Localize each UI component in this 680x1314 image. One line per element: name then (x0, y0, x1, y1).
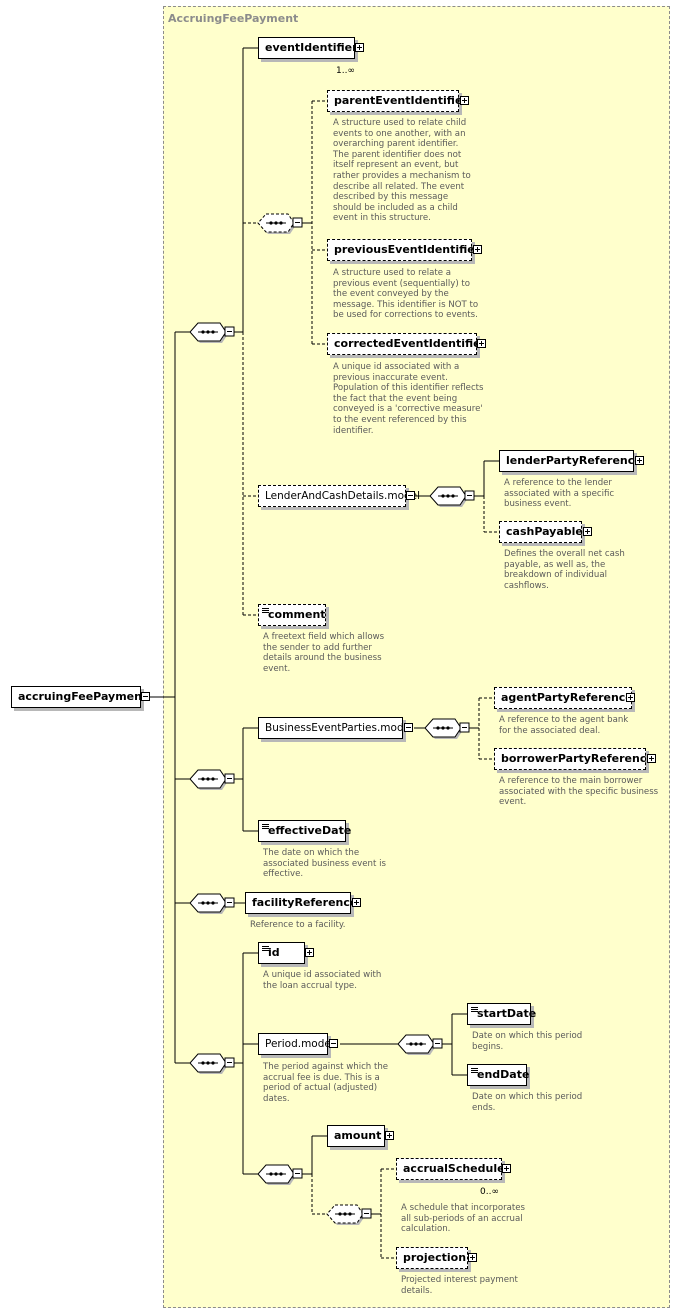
collapse-icon[interactable] (141, 692, 150, 701)
complex-type-group (163, 6, 670, 1308)
documentation-text: The date on which the associated busines… (263, 848, 386, 880)
collapse-icon[interactable] (406, 491, 415, 500)
cardinality-label: 0..∞ (480, 1187, 499, 1197)
element-facilityReference[interactable]: facilityReference (245, 892, 357, 914)
element-id[interactable]: id (258, 942, 305, 964)
documentation-text: A unique id associated with the loan acc… (263, 970, 382, 991)
cardinality-label: 1..∞ (336, 66, 355, 76)
expand-icon[interactable] (352, 898, 361, 907)
documentation-text: Reference to a facility. (250, 920, 346, 930)
expand-icon[interactable] (583, 527, 592, 536)
documentation-text: A freetext field which allows the sender… (263, 632, 385, 674)
group-title: AccruingFeePayment (168, 12, 299, 25)
sequence-compositor-3 (189, 893, 235, 914)
element-label: effectiveDate (268, 824, 352, 837)
expand-icon[interactable] (468, 1253, 477, 1262)
expand-icon[interactable] (502, 1164, 511, 1173)
element-projection[interactable]: projection (396, 1247, 468, 1269)
element-parentEventIdentifier[interactable]: parentEventIdentifier (327, 90, 468, 112)
element-previousEventIdentifier[interactable]: previousEventIdentifier (327, 239, 480, 261)
element-label: eventIdentifier (265, 41, 358, 54)
expand-icon[interactable] (635, 456, 644, 465)
element-label: comment (268, 608, 326, 621)
documentation-text: A structure used to relate child events … (333, 118, 471, 224)
expand-icon[interactable] (355, 43, 364, 52)
simple-type-icon (262, 824, 269, 829)
documentation-text: Defines the overall net cash payable, as… (504, 549, 625, 591)
documentation-text: Date on which this period ends. (472, 1092, 583, 1113)
element-label: id (268, 946, 280, 959)
sequence-compositor-5 (257, 1164, 303, 1185)
documentation-text: Date on which this period begins. (472, 1031, 583, 1052)
documentation-text: A reference to the agent bank for the as… (499, 715, 629, 736)
documentation-text: A reference to the lender associated wit… (504, 478, 615, 510)
element-label: agentPartyReference (501, 691, 633, 704)
root-element-accruingFeePayment[interactable]: accruingFeePayment (11, 686, 147, 708)
element-agentPartyReference[interactable]: agentPartyReference (494, 687, 633, 709)
sequence-compositor-period (397, 1034, 443, 1055)
expand-icon[interactable] (305, 948, 314, 957)
expand-icon[interactable] (460, 96, 469, 105)
element-label: accrualSchedule (403, 1162, 505, 1175)
collapse-icon[interactable] (404, 723, 413, 732)
sequence-compositor-2 (189, 769, 235, 790)
element-label: amount (334, 1129, 382, 1142)
simple-type-icon (262, 608, 269, 613)
expand-icon[interactable] (477, 339, 486, 348)
element-cashPayable[interactable]: cashPayable (499, 521, 583, 543)
element-label: parentEventIdentifier (334, 94, 468, 107)
element-lenderPartyReference[interactable]: lenderPartyReference (499, 450, 642, 472)
element-label: lenderPartyReference (506, 454, 642, 467)
documentation-text: Projected interest payment details. (401, 1275, 518, 1296)
documentation-text: A unique id associated with a previous i… (333, 362, 484, 436)
group-Period[interactable]: Period.model (258, 1033, 334, 1055)
element-label: cashPayable (506, 525, 583, 538)
documentation-text: The period against which the accrual fee… (263, 1062, 389, 1104)
group-label: LenderAndCashDetails.model (265, 490, 421, 502)
sequence-compositor-optional (257, 213, 303, 234)
group-LenderAndCashDetails[interactable]: LenderAndCashDetails.model (258, 485, 420, 507)
element-label: borrowerPartyReference (501, 752, 654, 765)
simple-type-icon (471, 1007, 478, 1012)
element-effectiveDate[interactable]: effectiveDate (258, 820, 351, 842)
documentation-text: A reference to the main borrower associa… (499, 776, 659, 808)
element-endDate[interactable]: endDate (467, 1064, 530, 1086)
expand-icon[interactable] (626, 693, 635, 702)
element-eventIdentifier[interactable]: eventIdentifier (258, 37, 358, 59)
element-borrowerPartyReference[interactable]: borrowerPartyReference (494, 748, 654, 770)
group-label: BusinessEventParties.model (265, 722, 413, 734)
documentation-text: A structure used to relate a previous ev… (333, 268, 479, 321)
sequence-compositor-optional-2 (326, 1204, 372, 1225)
sequence-compositor-4 (189, 1053, 235, 1074)
root-label: accruingFeePayment (18, 690, 148, 703)
expand-icon[interactable] (385, 1131, 394, 1140)
element-correctedEventIdentifier[interactable]: correctedEventIdentifier (327, 333, 486, 355)
expand-icon[interactable] (647, 754, 656, 763)
element-amount[interactable]: amount (327, 1125, 385, 1147)
element-label: endDate (477, 1068, 530, 1081)
element-accrualSchedule[interactable]: accrualSchedule (396, 1158, 505, 1180)
group-label: Period.model (265, 1038, 334, 1050)
element-label: correctedEventIdentifier (334, 337, 487, 350)
simple-type-icon (262, 946, 269, 951)
sequence-compositor-1 (189, 322, 235, 343)
element-label: projection (403, 1251, 467, 1264)
sequence-compositor-parties (424, 718, 470, 739)
sequence-compositor-lender (429, 486, 475, 507)
expand-icon[interactable] (473, 245, 482, 254)
documentation-text: A schedule that incorporates all sub-per… (401, 1203, 526, 1235)
element-label: startDate (477, 1007, 537, 1020)
element-label: previousEventIdentifier (334, 243, 481, 256)
element-startDate[interactable]: startDate (467, 1003, 536, 1025)
group-BusinessEventParties[interactable]: BusinessEventParties.model (258, 717, 413, 739)
simple-type-icon (471, 1068, 478, 1073)
element-label: facilityReference (252, 896, 358, 909)
element-comment[interactable]: comment (258, 604, 326, 626)
collapse-icon[interactable] (329, 1039, 338, 1048)
